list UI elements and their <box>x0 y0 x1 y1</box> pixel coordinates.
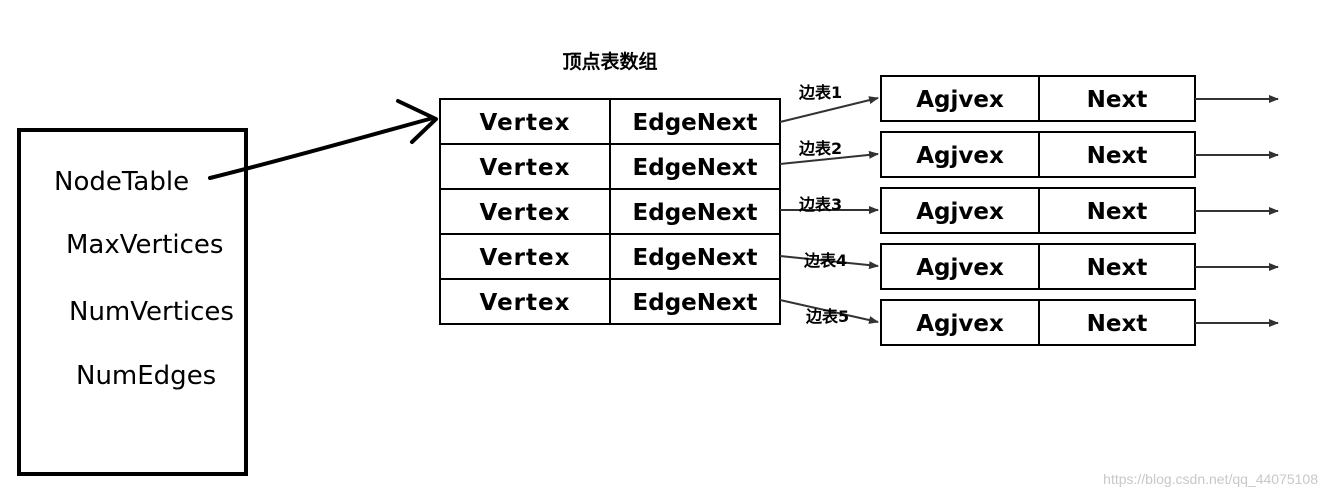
next-label: Next <box>1087 143 1148 169</box>
edge-list-label: 边表4 <box>803 251 847 270</box>
next-label: Next <box>1087 255 1148 281</box>
edge-list-label: 边表5 <box>805 307 849 326</box>
field-numedges: NumEdges <box>76 361 216 391</box>
edge-node: 边表4 Agjvex Next <box>779 243 1279 290</box>
vertex-row: Vertex EdgeNext <box>439 188 781 235</box>
vertex-label: Vertex <box>480 200 571 226</box>
adjvex-label: Agjvex <box>916 311 1004 337</box>
pointer-arrowhead <box>396 99 438 144</box>
field-numvertices: NumVertices <box>69 297 234 327</box>
edge-link-arrow <box>779 150 879 165</box>
adjvex-label: Agjvex <box>916 143 1004 169</box>
edgenext-label: EdgeNext <box>633 290 758 316</box>
vertex-label: Vertex <box>480 110 571 136</box>
vertex-row: Vertex EdgeNext <box>439 233 781 280</box>
adjvex-label: Agjvex <box>916 87 1004 113</box>
edge-link-arrow <box>779 299 879 324</box>
vertex-row: Vertex EdgeNext <box>439 278 781 325</box>
next-label: Next <box>1087 87 1148 113</box>
edge-list-label: 边表3 <box>798 195 842 214</box>
edge-node: 边表3 Agjvex Next <box>780 187 1279 234</box>
graph-struct-box <box>17 128 248 476</box>
field-maxvertices: MaxVertices <box>66 230 223 260</box>
edgenext-cell <box>609 278 781 325</box>
adjvex-label: Agjvex <box>916 199 1004 225</box>
vertex-label: Vertex <box>480 155 571 181</box>
edgenext-label: EdgeNext <box>633 110 758 136</box>
edge-link-arrow <box>779 255 879 270</box>
edgenext-label: EdgeNext <box>633 155 758 181</box>
edge-node: 边表2 Agjvex Next <box>779 131 1279 178</box>
vertex-label: Vertex <box>480 245 571 271</box>
vertex-row: Vertex EdgeNext <box>439 98 781 145</box>
edge-node: 边表1 Agjvex Next <box>779 75 1279 123</box>
vertex-array-title: 顶点表数组 <box>562 50 657 73</box>
edge-link-arrow <box>779 96 879 123</box>
next-label: Next <box>1087 199 1148 225</box>
pointer-line <box>208 116 435 180</box>
vertex-label: Vertex <box>480 290 571 316</box>
edge-node: 边表5 Agjvex Next <box>779 299 1279 346</box>
next-label: Next <box>1087 311 1148 337</box>
vertex-row: Vertex EdgeNext <box>439 143 781 190</box>
adjvex-label: Agjvex <box>916 255 1004 281</box>
watermark: https://blog.csdn.net/qq_44075108 <box>1103 471 1318 487</box>
edge-list-label: 边表1 <box>798 83 842 102</box>
graph-struct: NodeTable MaxVertices NumVertices NumEdg… <box>17 128 248 476</box>
edgenext-label: EdgeNext <box>633 245 758 271</box>
edge-list-label: 边表2 <box>798 139 842 158</box>
nodetable-pointer-arrow <box>208 99 438 180</box>
edgenext-label: EdgeNext <box>633 200 758 226</box>
field-nodetable: NodeTable <box>54 167 189 197</box>
